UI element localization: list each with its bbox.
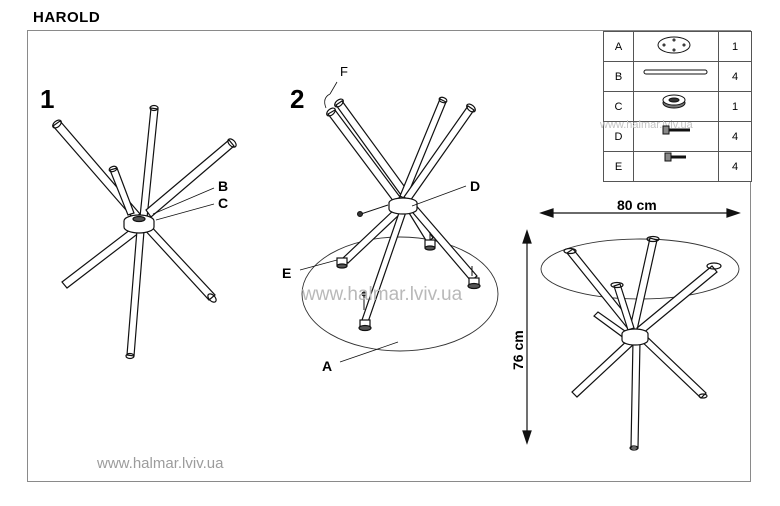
part-icon-cell: [633, 61, 719, 92]
watermark-center: www.halmar.lviv.ua: [302, 284, 463, 305]
part-id: B: [603, 61, 634, 92]
part-qty: 1: [718, 91, 752, 122]
callout-label-a: A: [322, 358, 333, 374]
leg-tube: [630, 339, 641, 449]
part-icon-cell: [633, 91, 719, 122]
table-row: C 1: [603, 91, 752, 122]
leg-tube: [407, 201, 478, 282]
step1-leg-assembly: [52, 104, 237, 360]
height-dimension-label: 76 cm: [510, 330, 526, 370]
callout-label-c: C: [218, 195, 229, 211]
parts-table: A 1 B 4 C 1 D 4 E 4: [603, 31, 752, 182]
part-id: E: [603, 151, 634, 182]
table-row: E 4: [603, 151, 752, 182]
part-qty: 1: [718, 31, 752, 62]
leg-tube: [571, 337, 636, 398]
leg-tube: [327, 109, 401, 203]
width-dimension-label: 80 cm: [617, 197, 657, 213]
short-screw: [361, 232, 473, 310]
height-dimension-arrow: [522, 229, 532, 445]
callout-label-d: D: [470, 178, 481, 194]
part-icon-cell: [633, 121, 719, 152]
diagram-frame: [27, 30, 751, 482]
part-icon-cell: [633, 151, 719, 182]
step-number: 2: [290, 84, 305, 114]
step2-assembly: [299, 81, 499, 363]
leg-tube: [335, 100, 408, 196]
leg-tube: [613, 283, 635, 331]
table-row: B 4: [603, 61, 752, 92]
product-title: HAROLD: [33, 9, 101, 26]
table-row: A 1: [603, 31, 752, 62]
leg-tube: [141, 221, 216, 301]
part-qty: 4: [718, 121, 752, 152]
part-id: A: [603, 31, 634, 62]
callout-label-b: B: [218, 178, 229, 194]
part-icon-cell: [633, 31, 719, 62]
step-number: 1: [40, 84, 55, 114]
assembled-table: [540, 235, 740, 451]
leg-tube: [637, 332, 707, 399]
part-qty: 4: [718, 61, 752, 92]
callout-label-e: E: [282, 265, 292, 281]
watermark-bottom: www.halmar.lviv.ua: [97, 455, 224, 472]
width-dimension-arrow: [539, 208, 741, 218]
long-screw: [357, 204, 389, 217]
part-qty: 4: [718, 151, 752, 182]
callout-label-f: F: [340, 64, 348, 79]
glass-top: [301, 236, 499, 352]
part-id: C: [603, 91, 634, 122]
leg-tube: [109, 167, 135, 216]
leg-tube: [61, 225, 141, 289]
leg-tube: [126, 229, 145, 357]
watermark-table: www.halmar.lviv.ua: [600, 119, 693, 131]
table-row: D 4: [603, 121, 752, 152]
